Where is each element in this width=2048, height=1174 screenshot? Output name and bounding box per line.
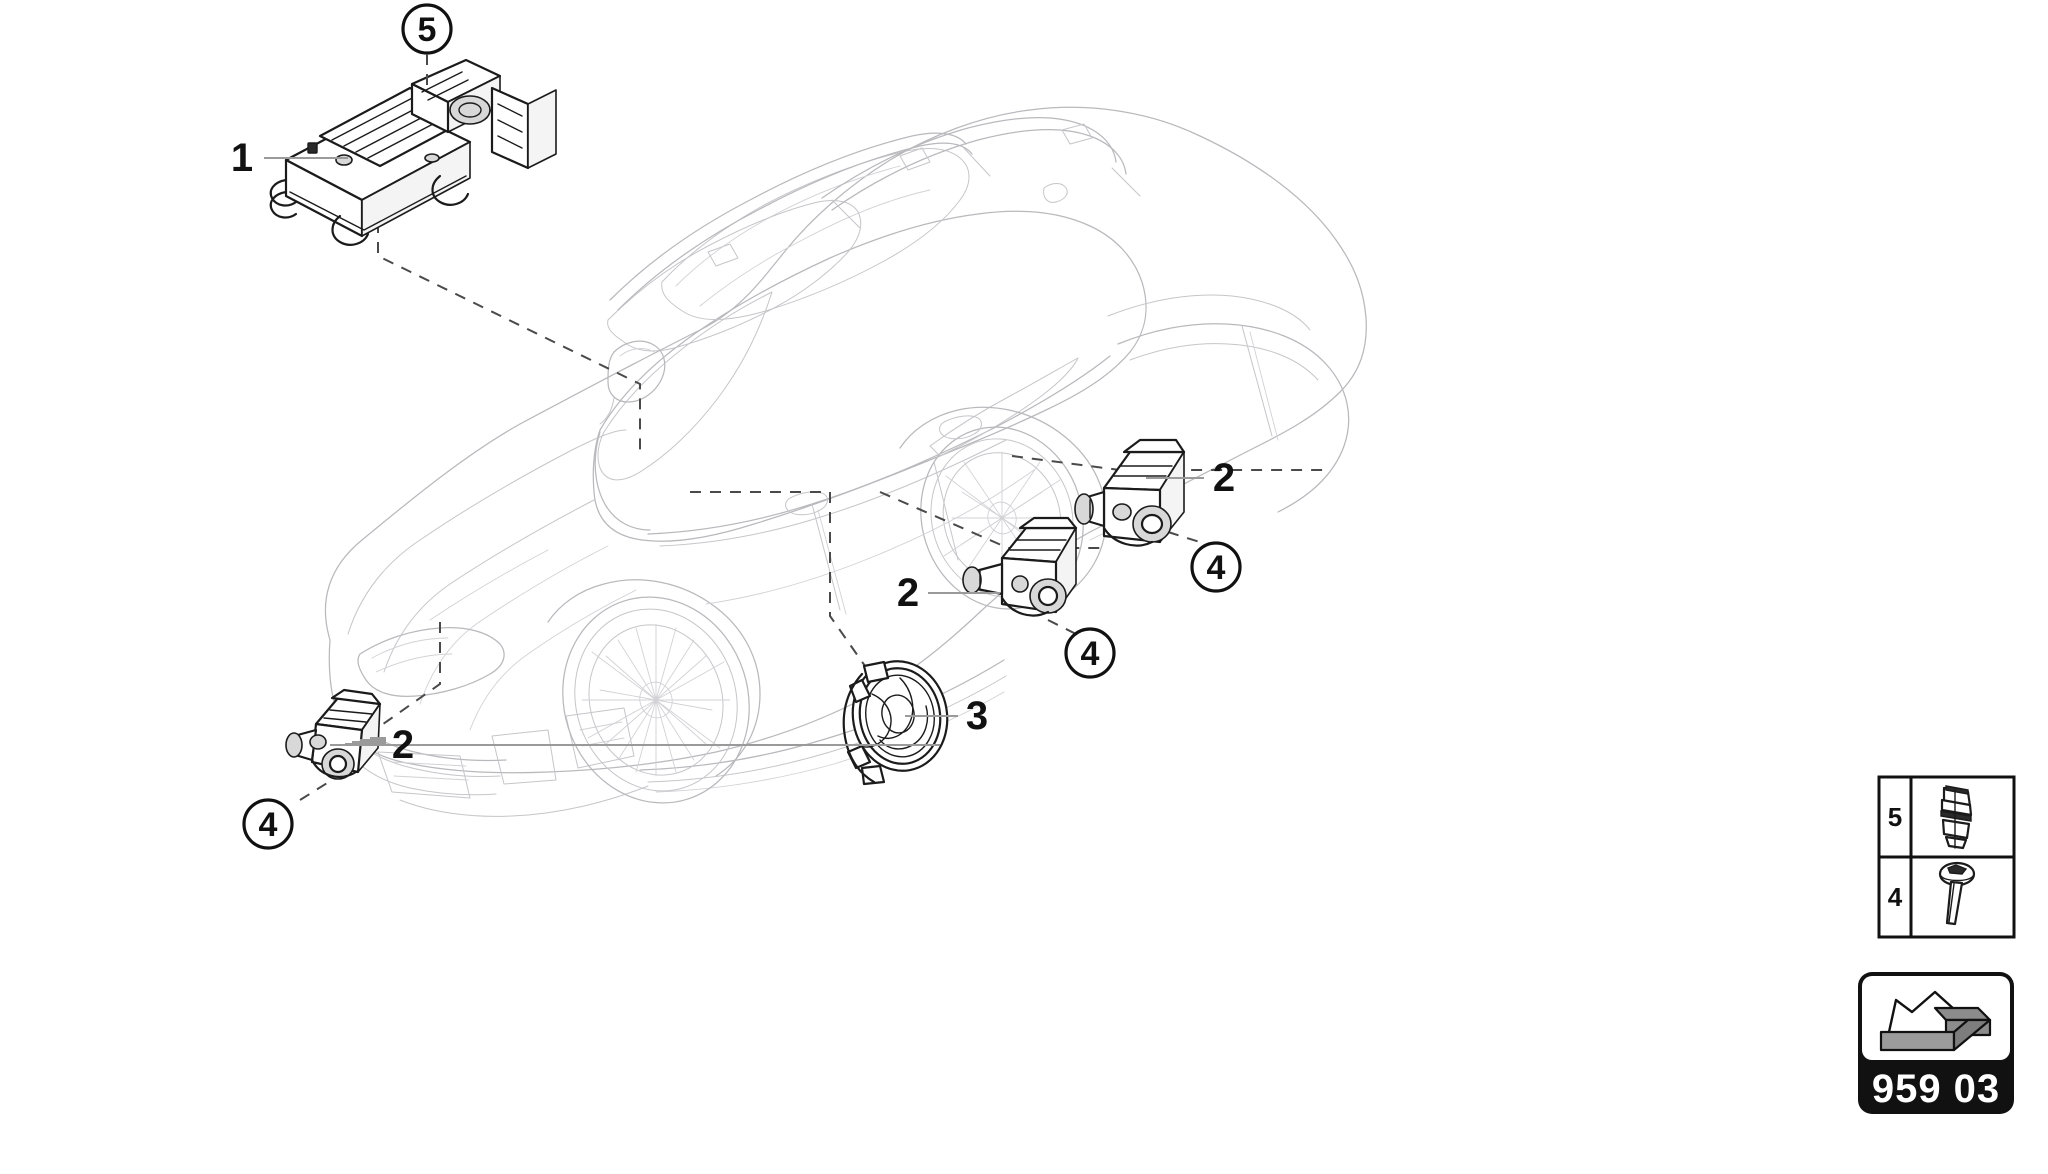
callout-leaders [264,157,1204,746]
callout-4c-label: 4 [259,806,278,844]
callout-5-label: 5 [418,11,437,49]
section-badge: 959 03 [1858,972,2014,1114]
front-wheel [562,596,750,804]
legend-row-4-number: 4 [1888,882,1903,912]
callout-3-label: 3 [966,694,988,738]
callout-4-front-left[interactable]: 4 [242,798,294,850]
callout-2c-label: 2 [392,723,414,767]
callout-3[interactable]: 3 [966,694,988,738]
section-badge-code: 959 03 [1872,1067,2000,1111]
legend-row-5-number: 5 [1888,802,1902,832]
legend-row-4: 4 [1888,861,1976,926]
part-alarm-siren-horn [842,660,949,786]
part-level-sensor-front-left [285,688,382,780]
callout-2-rear-right[interactable]: 2 [1213,456,1235,500]
callout-1-label: 1 [231,136,253,180]
callout-1[interactable]: 1 [231,136,253,180]
hardware-legend-table: 5 4 [1877,775,2016,939]
part-level-sensor-middle [962,516,1078,617]
callout-4-rear-right[interactable]: 4 [1190,541,1242,593]
hex-flange-bolt-icon [1938,861,1976,926]
part-control-module-ecu [269,58,557,246]
callout-5[interactable]: 5 [401,3,453,86]
ribbed-sensor-plug-icon [1940,785,1973,850]
callout-4-middle[interactable]: 4 [1064,627,1116,679]
folded-sheet-icon [1879,990,1992,1052]
callout-4a-label: 4 [1207,549,1226,587]
callout-2b-label: 2 [897,571,919,615]
callout-4b-label: 4 [1081,635,1100,673]
callout-2-middle[interactable]: 2 [897,571,919,615]
callout-2a-label: 2 [1213,456,1235,500]
part-level-sensor-rear-right [1074,438,1186,547]
legend-row-5: 5 [1888,785,1973,850]
callout-2-front-left[interactable]: 2 [330,723,414,767]
suv-wireframe [324,106,1367,817]
